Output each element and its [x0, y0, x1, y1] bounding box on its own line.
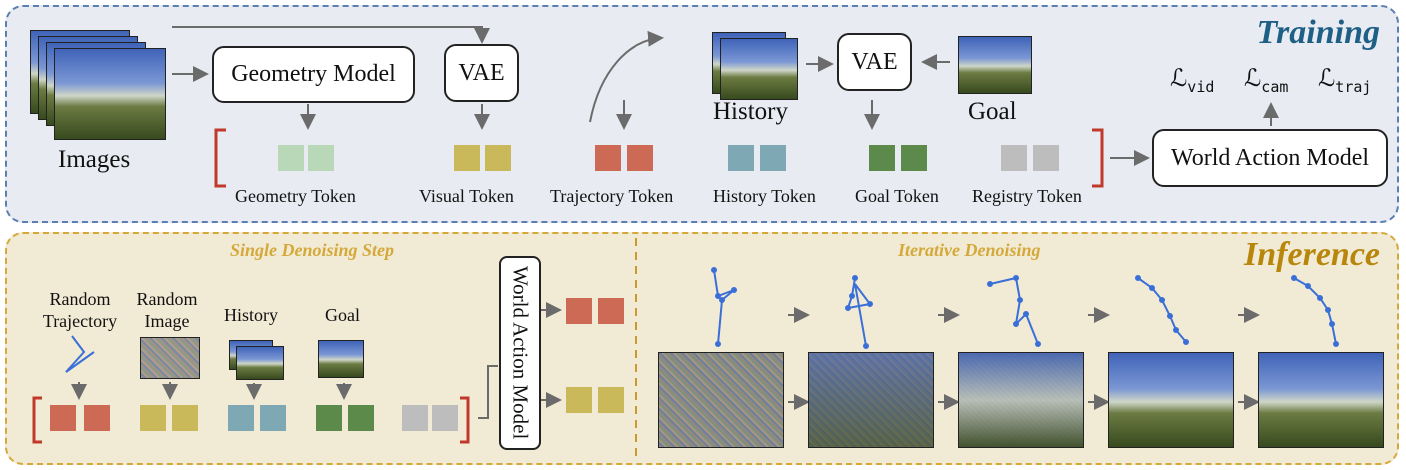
visual-token-square [485, 145, 511, 171]
visual-token-square [140, 405, 166, 431]
denoise-frame-2 [808, 352, 934, 448]
trajectory-token-square [627, 145, 653, 171]
goal-token-square [316, 405, 342, 431]
inference-title: Inference [1244, 236, 1380, 273]
token-label-registry: Registry Token [972, 186, 1082, 206]
registry-token-square [402, 405, 428, 431]
random-noise-image [140, 337, 200, 379]
goal-token-square [869, 145, 895, 171]
output-trajectory-token-square [566, 298, 592, 324]
world-action-model-label: World Action Model [1170, 144, 1370, 171]
vae-box-right: VAE [837, 33, 912, 91]
vae-box-left: VAE [444, 44, 519, 102]
inference-world-action-model-label: World Action Model [508, 266, 533, 440]
random-image-label: Random Image [136, 289, 198, 331]
training-title: Training [1256, 14, 1380, 51]
history-token-square [228, 405, 254, 431]
geometry-model-label: Geometry Model [231, 61, 396, 87]
input-image-frame [54, 48, 166, 140]
vae-label: VAE [458, 59, 505, 86]
inference-goal-label: Goal [325, 305, 360, 325]
inference-history-image [236, 346, 284, 380]
history-label: History [713, 98, 788, 125]
inference-goal-image [318, 340, 364, 378]
world-action-model-box: World Action Model [1152, 129, 1388, 187]
geometry-token-square [278, 145, 304, 171]
trajectory-token-square [50, 405, 76, 431]
denoise-frame-5 [1258, 352, 1384, 448]
registry-token-square [1033, 145, 1059, 171]
inference-history-label: History [224, 305, 278, 325]
inference-world-action-model-box: World Action Model [499, 256, 541, 450]
token-label-visual: Visual Token [419, 186, 514, 206]
visual-token-square [454, 145, 480, 171]
images-label: Images [58, 146, 131, 173]
history-image-frame [720, 38, 798, 100]
loss-cam: ℒcam [1244, 66, 1289, 96]
loss-traj: ℒtraj [1318, 66, 1372, 96]
registry-token-square [432, 405, 458, 431]
output-trajectory-token-square [598, 298, 624, 324]
loss-vid: ℒvid [1170, 66, 1215, 96]
token-label-goal: Goal Token [855, 186, 939, 206]
geometry-model-box: Geometry Model [212, 46, 415, 103]
trajectory-token-square [84, 405, 110, 431]
single-step-title: Single Denoising Step [230, 240, 395, 260]
random-trajectory-label: Random Trajectory [42, 289, 118, 331]
output-visual-token-square [566, 387, 592, 413]
registry-token-square [1001, 145, 1027, 171]
token-label-history: History Token [713, 186, 816, 206]
trajectory-token-square [595, 145, 621, 171]
goal-image [958, 36, 1032, 94]
token-label-trajectory: Trajectory Token [550, 186, 674, 206]
history-token-square [760, 145, 786, 171]
visual-token-square [172, 405, 198, 431]
geometry-token-square [308, 145, 334, 171]
goal-token-square [348, 405, 374, 431]
vae-label: VAE [851, 48, 898, 75]
iterative-title: Iterative Denoising [898, 240, 1041, 260]
goal-label: Goal [968, 98, 1017, 125]
history-token-square [260, 405, 286, 431]
denoise-frame-1 [658, 352, 784, 448]
output-visual-token-square [598, 387, 624, 413]
denoise-frame-3 [958, 352, 1084, 448]
token-label-geometry: Geometry Token [235, 186, 356, 206]
goal-token-square [901, 145, 927, 171]
denoise-frame-4 [1108, 352, 1234, 448]
history-token-square [728, 145, 754, 171]
